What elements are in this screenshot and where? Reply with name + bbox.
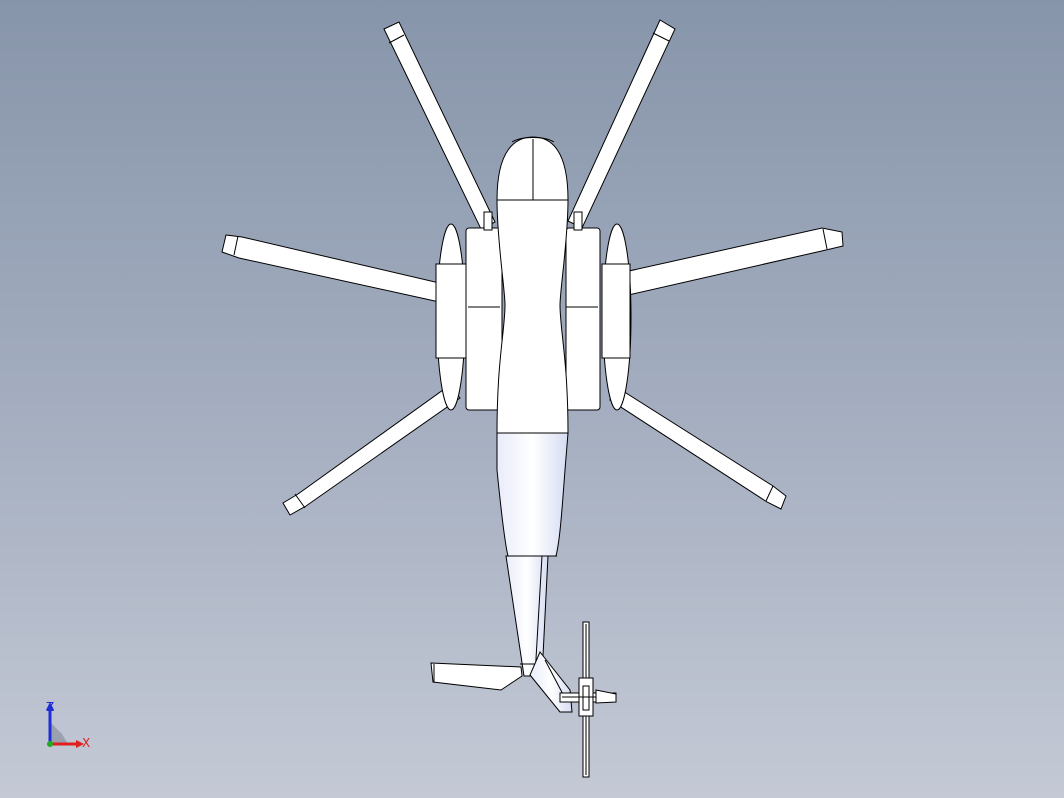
main-rotor-blade [619,227,844,297]
main-rotor-blade [282,384,461,516]
x-axis-label: X [82,736,90,750]
z-axis-label: Z [46,700,54,714]
horizontal-stabilizer [430,662,523,691]
triad-plane-shading [50,722,68,744]
y-axis-origin [47,741,53,747]
tail-boom [496,432,569,677]
left-sponson [435,223,467,411]
tail-rotor [559,621,617,778]
main-rotor-blade [383,21,496,230]
tail-fin [529,651,573,713]
right-engine-nacelle [565,211,601,411]
main-rotor-blade [567,19,676,229]
left-engine-nacelle [465,211,503,411]
x-axis-arrowhead [76,740,84,748]
main-rotor-blade [221,234,449,304]
main-rotor-blade [609,385,787,510]
coordinate-triad: Z X [46,700,90,750]
z-axis-arrowhead [46,702,54,710]
cockpit-nose [496,136,569,201]
right-sponson [601,223,632,411]
fuselage [496,199,569,434]
